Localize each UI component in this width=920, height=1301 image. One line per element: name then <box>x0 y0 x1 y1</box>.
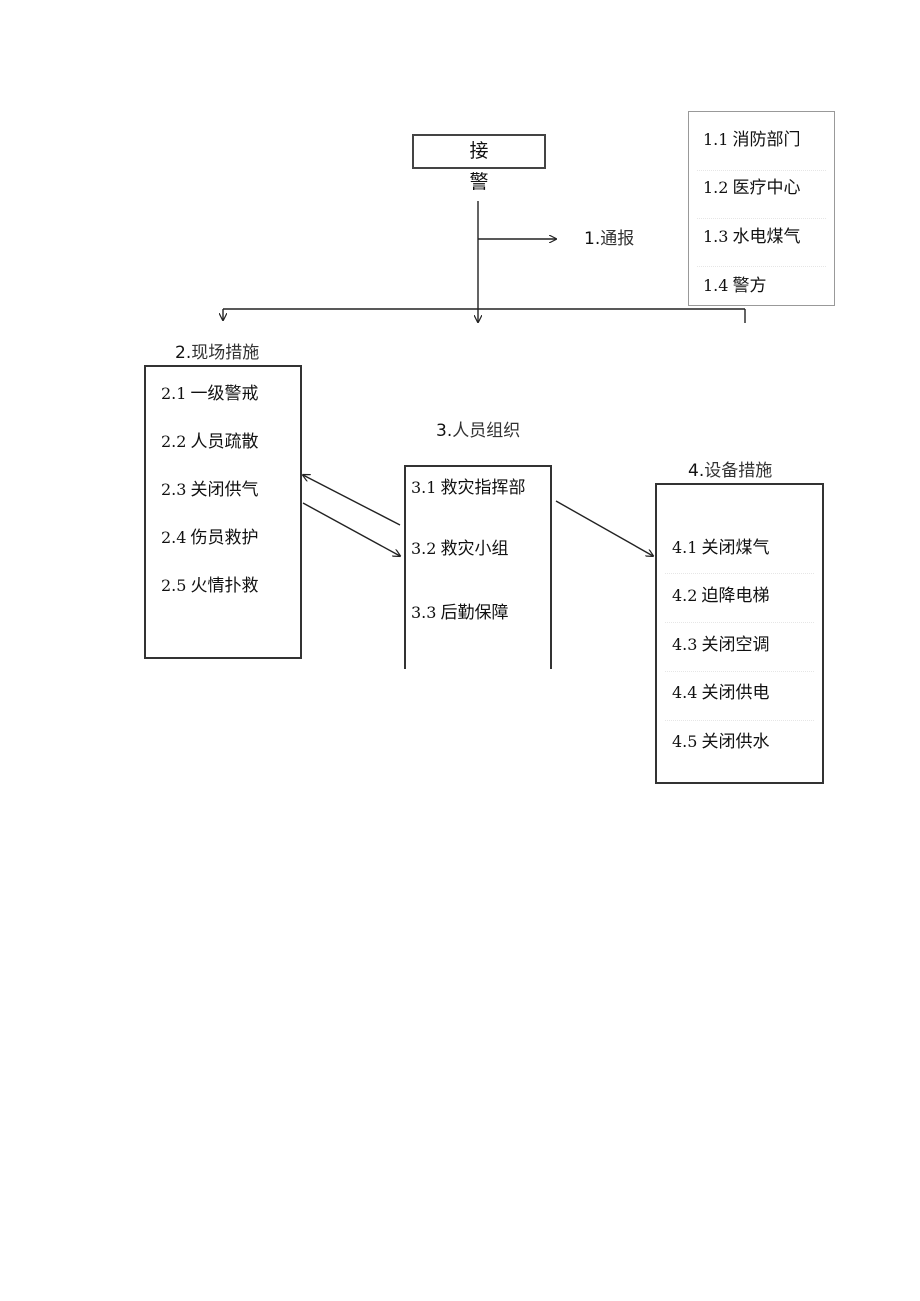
onsite-title-number: 2. <box>175 343 192 363</box>
equipment-title-text: 设备措施 <box>704 461 773 481</box>
onsite-title: 2.现场措施 <box>175 343 259 363</box>
notify-separator <box>697 170 826 171</box>
equipment-separator <box>665 671 814 672</box>
equipment-separator <box>665 720 814 721</box>
notify-separator <box>697 266 826 267</box>
equipment-separator <box>665 622 814 623</box>
start-node-box: 接 警 <box>412 134 546 193</box>
equipment-title-number: 4. <box>688 461 705 481</box>
personnel-title-number: 3. <box>436 421 453 441</box>
notify-title: 1.通报 <box>584 229 634 249</box>
notify-title-text: 通报 <box>600 229 635 249</box>
notify-title-number: 1. <box>584 229 601 249</box>
personnel-to-equipment-arrow <box>555 500 653 556</box>
equipment-title: 4.设备措施 <box>688 461 772 481</box>
personnel-title-text: 人员组织 <box>452 421 521 441</box>
notify-separator <box>697 218 826 219</box>
equipment-separator <box>665 573 814 574</box>
personnel-title: 3.人员组织 <box>436 421 520 441</box>
onsite-title-text: 现场措施 <box>191 343 260 363</box>
onsite-to-personnel-arrow <box>302 502 400 556</box>
personnel-to-onsite-arrow <box>303 475 401 526</box>
start-node-label: 接 警 <box>469 140 519 193</box>
